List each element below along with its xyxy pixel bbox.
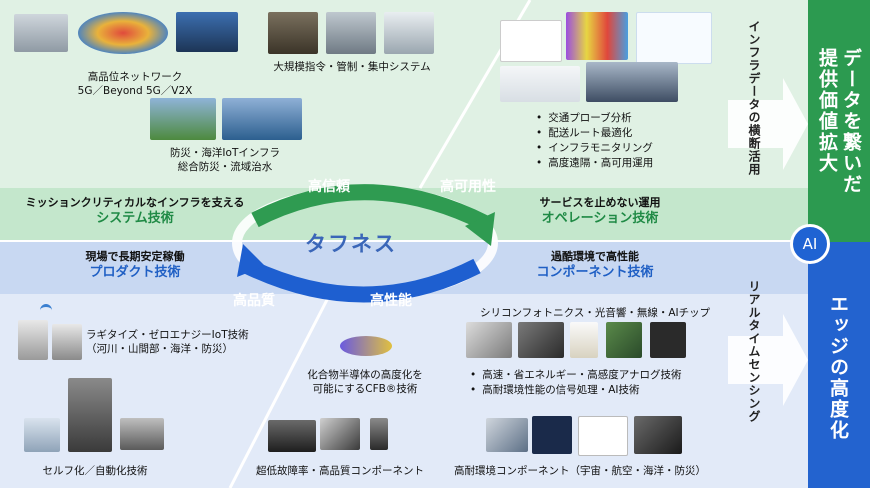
chip-image-4 <box>606 322 642 358</box>
iot-device-image-1 <box>18 320 48 360</box>
quality-caption: 超低故障率・高品質コンポーネント <box>256 465 424 477</box>
iot-device-image-2 <box>52 324 82 360</box>
self-caption: セルフ化／自動化技術 <box>42 465 148 477</box>
building-image <box>176 12 238 52</box>
value-text: データを繋いだ提供価値拡大 <box>816 48 862 195</box>
component-tech-title: 過酷環境で高性能 コンポーネント技術 <box>536 250 654 280</box>
server-image <box>14 14 68 52</box>
iot-caption: ラギタイズ・ゼロエナジーIoT技術（河川・山間部・海洋・防災） <box>86 329 249 355</box>
side-arrows <box>728 78 808 406</box>
automation-image-1 <box>24 418 60 452</box>
ocean-image <box>578 416 628 456</box>
map-image <box>78 12 168 54</box>
chip-image-5 <box>650 322 686 358</box>
toughness-cycle <box>232 184 498 303</box>
dashboard-image <box>500 66 580 102</box>
disaster-caption: 防災・海洋IoTインフラ総合防災・流域治水 <box>169 147 281 173</box>
product-tech-title: 現場で長期安定稼働 プロダクト技術 <box>85 250 185 280</box>
label-reliability: 高信頼 <box>308 179 350 195</box>
chip-image-1 <box>466 322 512 358</box>
board-image <box>634 416 682 454</box>
wireless-icon <box>40 304 52 317</box>
label-performance: 高性能 <box>370 293 412 309</box>
radar-image <box>532 416 572 454</box>
value-box <box>808 0 870 242</box>
toughness-label: タフネス <box>305 232 397 256</box>
wafer-image <box>340 336 392 356</box>
automation-image-2 <box>68 378 112 452</box>
operator-image <box>586 62 678 102</box>
control-room-image-2 <box>326 12 376 54</box>
operation-tech-title: サービスを止めない運用 オペレーション技術 <box>539 196 661 226</box>
system-tech-title: ミッションクリティカルなインフラを支える システム技術 <box>25 196 245 226</box>
label-quality: 高品質 <box>233 293 275 309</box>
chip-image-3 <box>570 322 598 358</box>
ai-badge: AI <box>790 224 830 264</box>
chip-image-2 <box>518 322 564 358</box>
top-right-bullets: 交通プローブ分析 配送ルート最適化 インフラモニタリング 高度遠隔・高可用運用 <box>536 111 653 171</box>
cfb-caption: 化合物半導体の高度化を可能にするCFB®技術 <box>307 369 423 395</box>
sensing-vertical: リアルタイムセンシング <box>747 280 761 423</box>
chips-caption: シリコンフォトニクス・光音響・無線・AIチップ <box>480 307 711 319</box>
network-diagram-image <box>636 12 712 64</box>
edge-box <box>808 242 870 488</box>
bottom-right-bullets: 高速・省エネルギー・高感度アナログ技術 高耐環境性能の信号処理・AI技術 <box>470 368 681 398</box>
ship-image <box>222 98 302 140</box>
river-image <box>150 98 216 140</box>
component-image-3 <box>370 418 388 450</box>
edge-text: エッジの高度化 <box>827 294 849 441</box>
cross-use-vertical: インフラデータの横断活用 <box>747 20 761 176</box>
heatmap-image <box>566 12 628 60</box>
control-room-image-3 <box>384 12 434 54</box>
map-pins-image <box>500 20 562 62</box>
control-room-image-1 <box>268 12 318 54</box>
label-availability: 高可用性 <box>440 179 496 195</box>
component-image-2 <box>320 418 360 450</box>
satellite-image <box>486 418 528 452</box>
env-caption: 高耐環境コンポーネント（宇宙・航空・海洋・防災） <box>454 465 706 477</box>
automation-image-3 <box>120 418 164 450</box>
control-caption: 大規模指令・管制・集中システム <box>273 61 431 73</box>
component-image-1 <box>268 420 316 452</box>
